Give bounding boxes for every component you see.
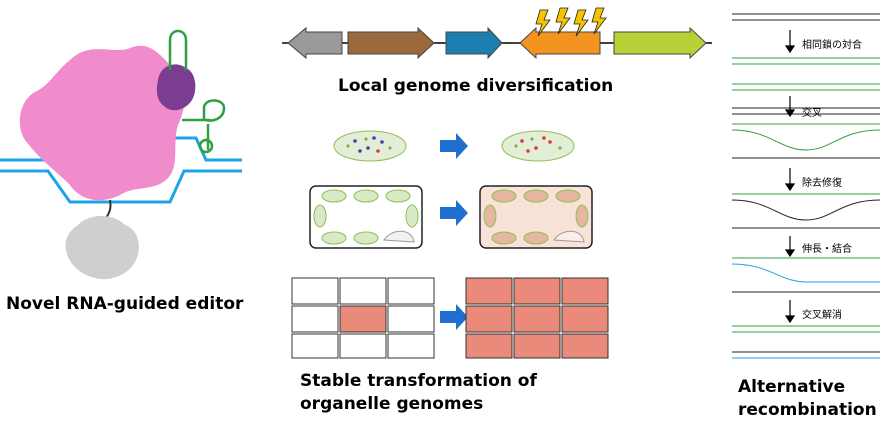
cell-after [479, 185, 593, 249]
label-alt-line1: Alternative [738, 377, 846, 397]
ladder-stage-1 [732, 13, 880, 65]
label-stable-line1: Stable transformation of [300, 371, 537, 391]
gene-arrow-green [613, 26, 707, 60]
plastid-before [333, 130, 407, 162]
gene-arrow-brown [347, 26, 435, 60]
ladder-stage-2 [732, 83, 880, 115]
ladder-stage-3 [731, 123, 881, 159]
ladder-stage-4 [731, 193, 881, 229]
gene-arrow-orange [519, 26, 601, 60]
editor-protein-lower [65, 215, 139, 280]
mutation-lightning-icons [535, 7, 607, 37]
editor-protein-main [19, 45, 185, 201]
label-stable-transformation: Stable transformation of organelle genom… [300, 370, 570, 416]
transform-arrow-2 [440, 200, 468, 226]
label-stable-line2: organelle genomes [300, 394, 484, 414]
step-label-crossover-resolution: 交叉解消 [802, 310, 842, 321]
step-label-extension-ligation: 伸長・結合 [802, 244, 852, 255]
label-local-genome-diversification: Local genome diversification [338, 76, 614, 96]
editor-protein-cap [156, 64, 196, 111]
recombination-ladders [731, 13, 881, 359]
step-label-excision-repair: 除去修復 [802, 178, 842, 189]
gene-cluster [282, 7, 712, 60]
ladder-stage-5 [731, 257, 880, 293]
tissue-before [291, 277, 435, 359]
cell-before [309, 185, 423, 249]
ladder-stage-6 [732, 325, 880, 359]
label-novel-rna-guided-editor: Novel RNA-guided editor [6, 294, 244, 314]
label-alternative-recombination: Alternative recombination [738, 376, 888, 422]
rna-guided-editor-illustration [0, 29, 242, 280]
transform-arrow-3 [440, 304, 468, 330]
gene-arrow-grey [287, 26, 343, 60]
gene-arrow-blue [445, 26, 503, 60]
label-alt-line2: recombination [738, 400, 877, 420]
guide-rna [168, 29, 226, 154]
step-label-homologous-pairing: 相同鎖の対合 [802, 40, 862, 51]
tissue-after [465, 277, 609, 359]
plastid-after [501, 130, 575, 162]
transform-arrow-1 [440, 133, 468, 159]
step-label-crossover: 交叉 [802, 108, 822, 119]
step-arrows [784, 30, 796, 324]
